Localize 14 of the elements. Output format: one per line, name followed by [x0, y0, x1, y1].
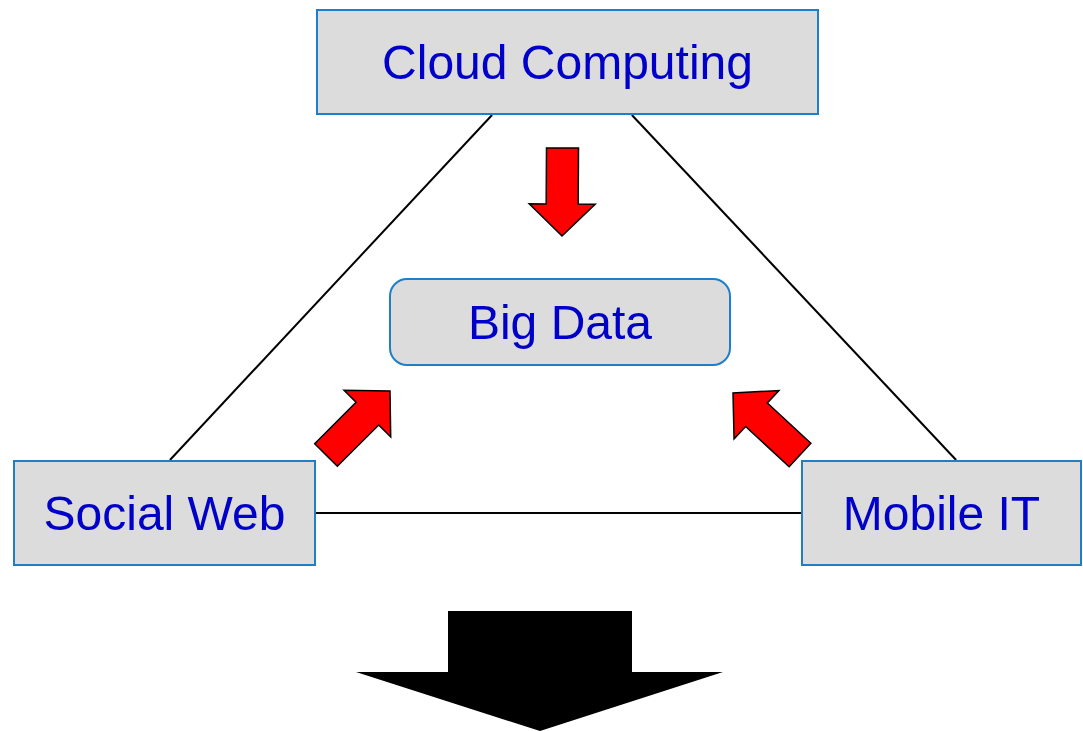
process-box — [801, 460, 1082, 566]
rounded-box — [389, 278, 731, 366]
connector-line — [168, 114, 494, 461]
process-box — [13, 460, 316, 566]
node-label: Social Web — [43, 485, 286, 541]
node-label: Mobile IT — [842, 485, 1041, 541]
node-label: Big Data — [467, 294, 653, 350]
process-box — [316, 9, 819, 115]
block-arrow — [527, 147, 598, 238]
connector-line — [315, 512, 802, 514]
block-arrow — [732, 389, 812, 468]
block-arrow — [313, 389, 392, 468]
connector-line — [630, 114, 958, 461]
node-label: Cloud Computing — [382, 34, 753, 90]
